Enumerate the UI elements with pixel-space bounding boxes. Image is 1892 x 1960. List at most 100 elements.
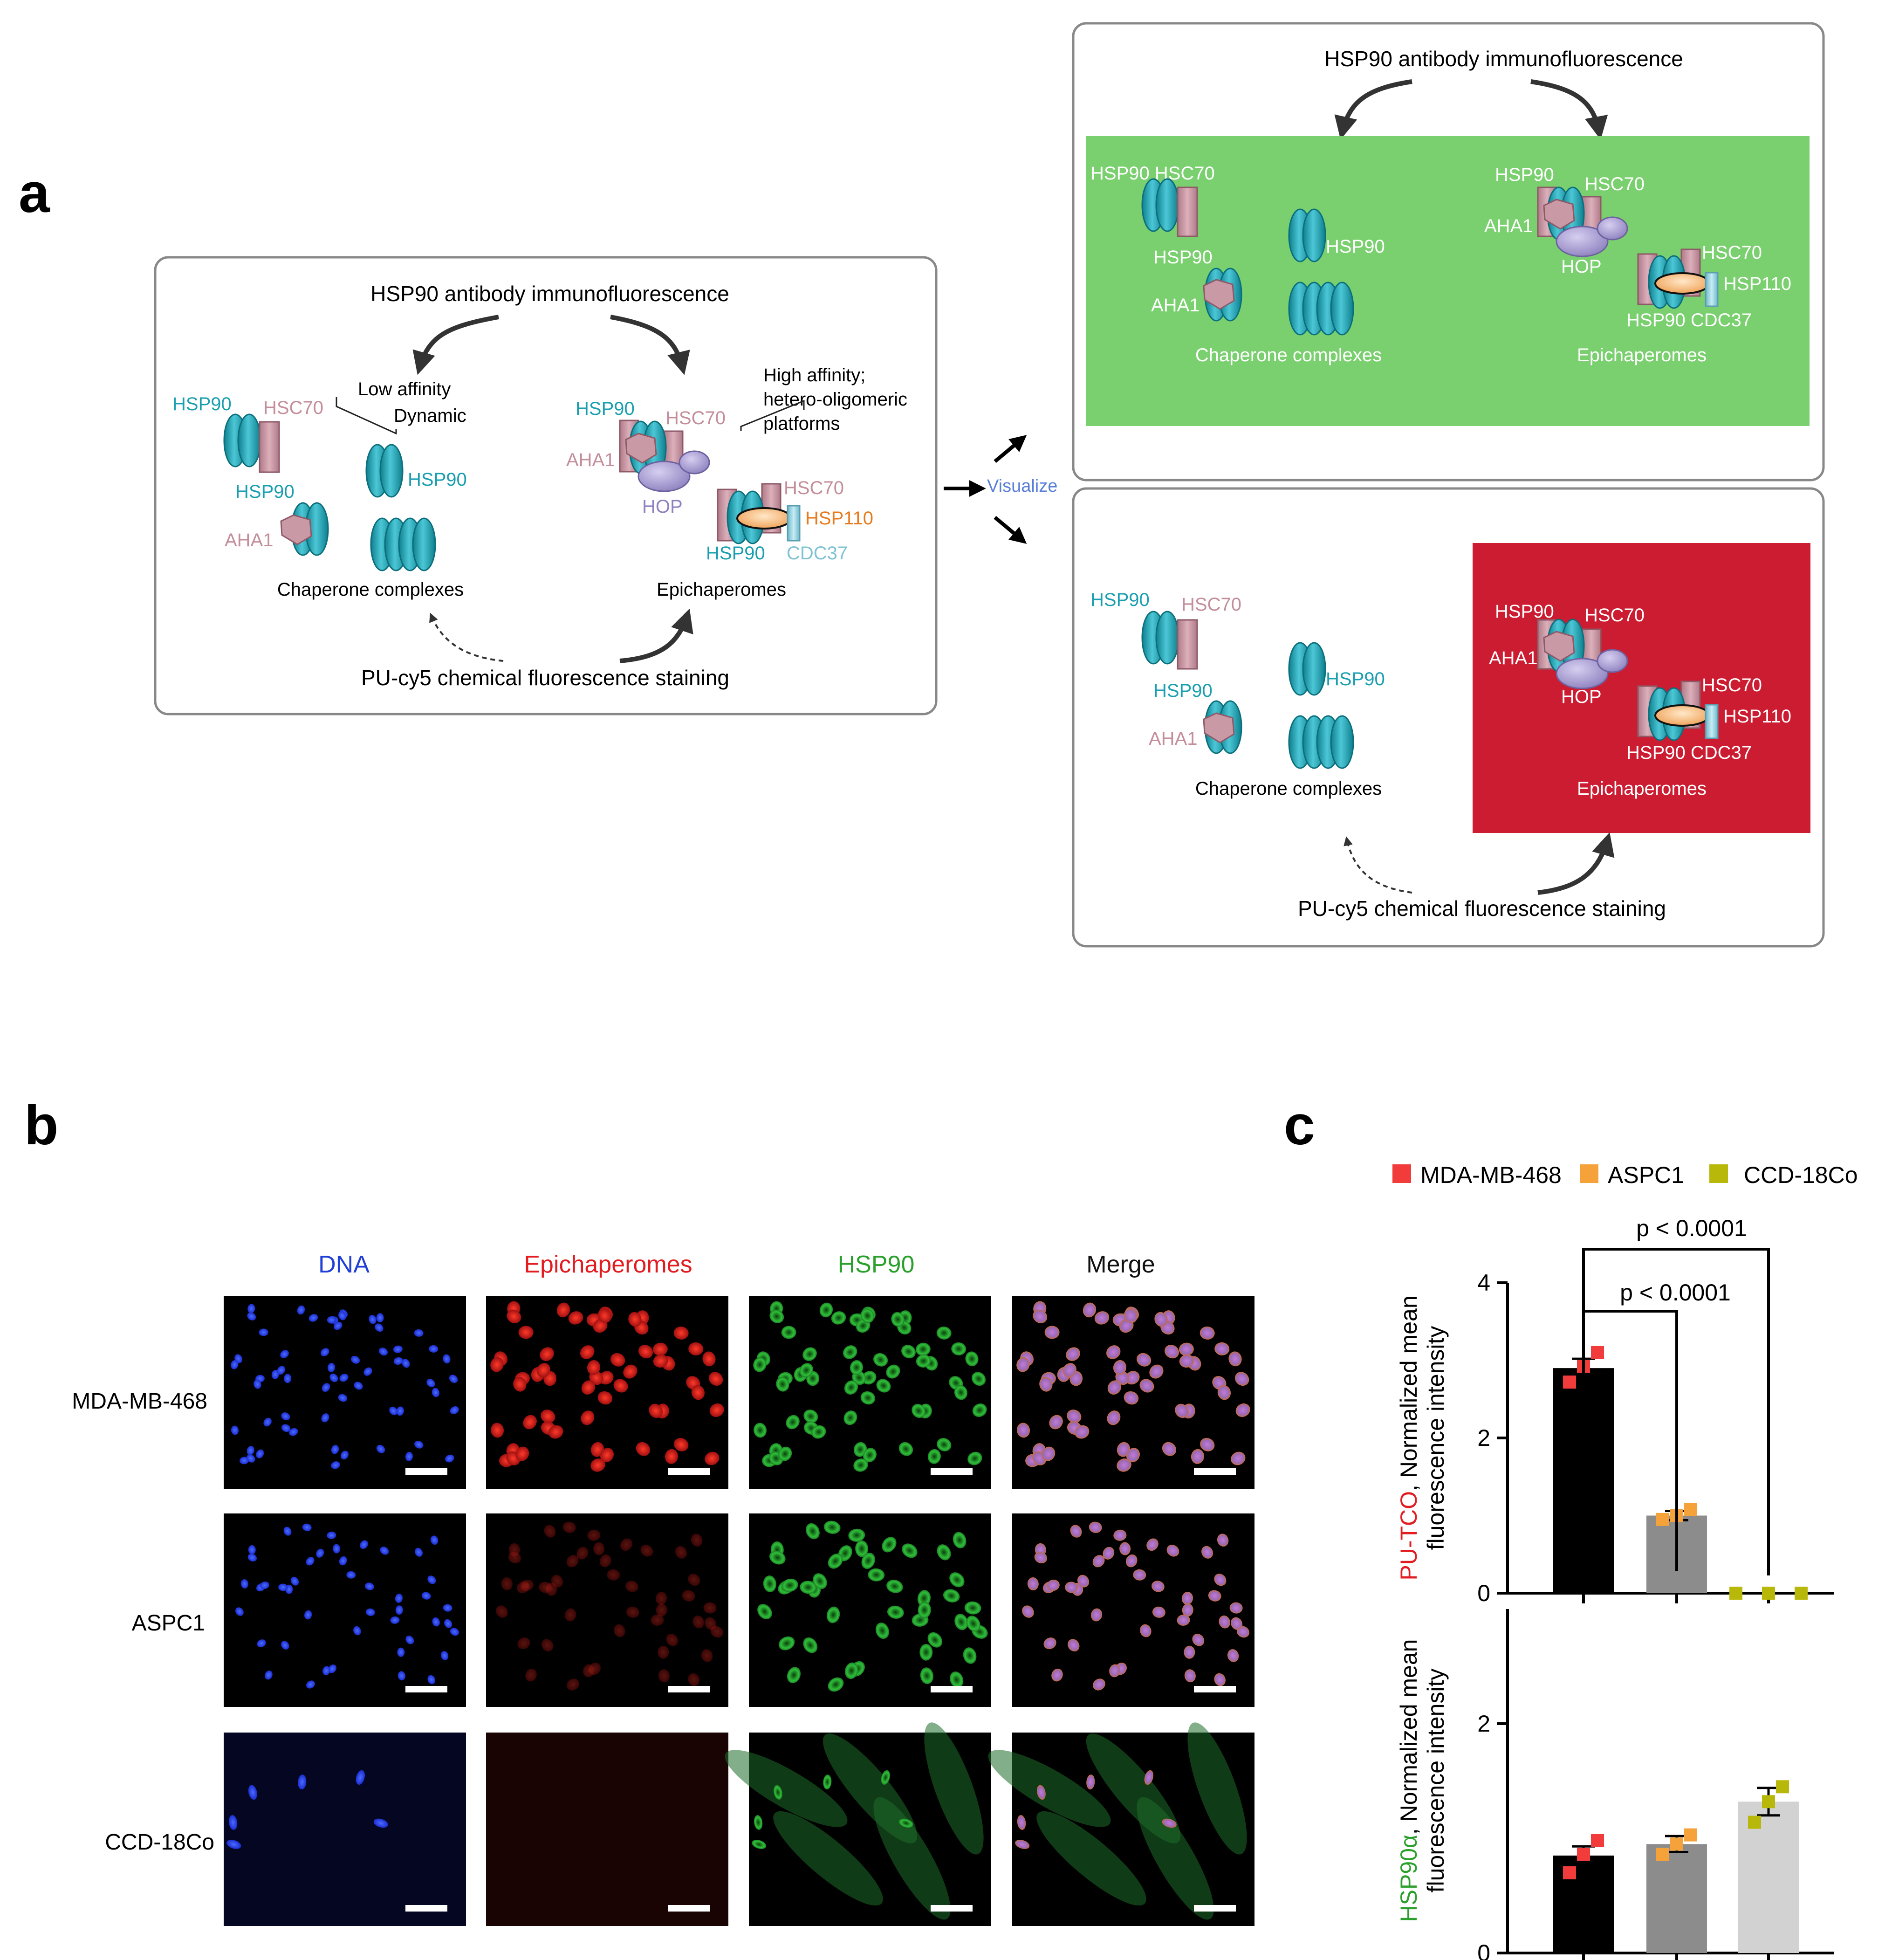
cell-nucleus <box>316 1548 324 1558</box>
top-right-arrow-left <box>1334 79 1412 140</box>
cdc37-icon <box>1705 704 1719 739</box>
cell-nucleus <box>338 1394 348 1402</box>
cell-nucleus <box>327 1316 336 1324</box>
cell-nucleus <box>536 1363 550 1378</box>
cell-nucleus <box>426 1379 435 1388</box>
cell-nucleus <box>600 1448 614 1463</box>
cell-nucleus <box>247 1454 255 1463</box>
cell-nucleus <box>813 1573 827 1589</box>
cell-nucleus <box>289 1428 298 1436</box>
hsp90-dimer-icon <box>1288 208 1326 262</box>
hsp90-tetramer-icon <box>1288 715 1354 769</box>
cell-nucleus <box>297 1305 305 1315</box>
cell-nucleus <box>541 1410 555 1424</box>
data-point <box>1563 1866 1576 1879</box>
cell-nucleus <box>581 1380 596 1395</box>
left-box-bottom: PU-cy5 chemical fluorescence staining <box>361 666 729 690</box>
cell-nucleus <box>1214 1342 1230 1355</box>
cell-nucleus <box>414 1329 424 1337</box>
cell-nucleus <box>501 1577 513 1590</box>
label-hsp90-ge: HSP90 <box>1495 165 1554 185</box>
cell-nucleus <box>440 1651 449 1660</box>
cell-nucleus <box>405 1451 413 1461</box>
cell-nucleus <box>414 1440 424 1449</box>
cell-nucleus <box>421 1592 431 1600</box>
cell-body <box>773 1811 883 1906</box>
sig-bracket-2 <box>1582 1248 1770 1575</box>
cell-nucleus <box>778 1446 792 1461</box>
cell-nucleus <box>1152 1581 1165 1592</box>
cell-nucleus <box>523 1415 537 1430</box>
cell-nucleus <box>1149 1364 1164 1379</box>
epichaperomes-label: Epichaperomes <box>657 579 786 600</box>
cell-nucleus <box>599 1554 611 1568</box>
cell-nucleus <box>322 1666 330 1676</box>
cell-nucleus <box>583 1664 595 1678</box>
cell-nucleus <box>395 1605 403 1615</box>
visualize-arrow-down <box>994 516 1027 544</box>
cell-nucleus <box>876 1379 891 1393</box>
cell-nucleus <box>709 1403 724 1417</box>
cell-nucleus <box>1228 1351 1242 1367</box>
bottom-right-caption: PU-cy5 chemical fluorescence staining <box>1298 896 1666 921</box>
cell-nucleus <box>901 1345 916 1359</box>
cell-nucleus <box>587 1529 601 1541</box>
cell-nucleus <box>1184 1645 1195 1659</box>
cell-nucleus <box>614 1624 625 1637</box>
cell-nucleus <box>581 1410 595 1425</box>
cell-nucleus <box>256 1449 264 1458</box>
cell-nucleus <box>1017 1423 1030 1438</box>
cell-nucleus <box>562 1521 576 1533</box>
label-hop-ge: HOP <box>1561 256 1602 277</box>
cell-nucleus <box>302 1523 312 1531</box>
cdc37-icon <box>1705 272 1719 307</box>
data-point <box>1656 1513 1669 1526</box>
cell-nucleus <box>708 1372 723 1386</box>
cell-nucleus <box>881 1770 890 1785</box>
scale-bar <box>931 1686 973 1692</box>
cell-nucleus <box>320 1348 329 1356</box>
cell-nucleus <box>753 1357 767 1372</box>
cell-nucleus <box>1015 1840 1030 1849</box>
cell-nucleus <box>306 1557 315 1566</box>
y-tick-label: 2 <box>1477 1711 1490 1737</box>
label-hsp90-w: HSP90 <box>1090 590 1150 610</box>
cell-nucleus <box>551 1575 563 1588</box>
cell-nucleus <box>346 1571 356 1579</box>
platforms-text: platforms <box>763 413 840 434</box>
cell-nucleus <box>1231 1617 1243 1630</box>
cell-nucleus <box>1201 1546 1213 1559</box>
cell-nucleus <box>240 1457 249 1465</box>
scale-bar <box>668 1468 710 1475</box>
cell-nucleus <box>1144 1770 1153 1785</box>
cell-nucleus <box>972 1403 987 1417</box>
cell-nucleus <box>936 1326 952 1340</box>
label-aha1-re: AHA1 <box>1489 648 1538 668</box>
col-epichaperomes: Epichaperomes <box>524 1251 692 1278</box>
panel-a-top-right: HSP90 antibody immunofluorescence HSP90 … <box>1072 22 1825 481</box>
cell-nucleus <box>340 1451 349 1460</box>
y-tick-label: 2 <box>1477 1425 1490 1451</box>
cell-nucleus <box>943 1589 960 1602</box>
aha1-icon <box>1543 631 1575 662</box>
cell-nucleus <box>432 1388 440 1397</box>
cell-nucleus <box>1077 1575 1090 1588</box>
hsp110-icon <box>1654 704 1710 727</box>
cell-nucleus <box>427 1575 436 1584</box>
cell-nucleus <box>625 1581 638 1592</box>
cell-nucleus <box>1140 1624 1152 1637</box>
cell-nucleus <box>613 1379 628 1393</box>
cell-nucleus <box>781 1578 798 1592</box>
cell-nucleus <box>803 1637 818 1653</box>
cell-nucleus <box>389 1406 398 1416</box>
hsp90-dimer-icon <box>365 444 404 498</box>
label-cdc37-epi: CDC37 <box>787 543 848 564</box>
cell-nucleus <box>525 1668 537 1682</box>
cell-nucleus <box>705 1451 720 1465</box>
scale-bar <box>405 1686 447 1692</box>
cell-nucleus <box>1191 1449 1204 1464</box>
micrograph-tile <box>749 1296 991 1489</box>
cell-nucleus <box>1125 1554 1138 1568</box>
micrograph-tile <box>224 1296 466 1489</box>
top-right-arrow-right <box>1530 79 1608 140</box>
